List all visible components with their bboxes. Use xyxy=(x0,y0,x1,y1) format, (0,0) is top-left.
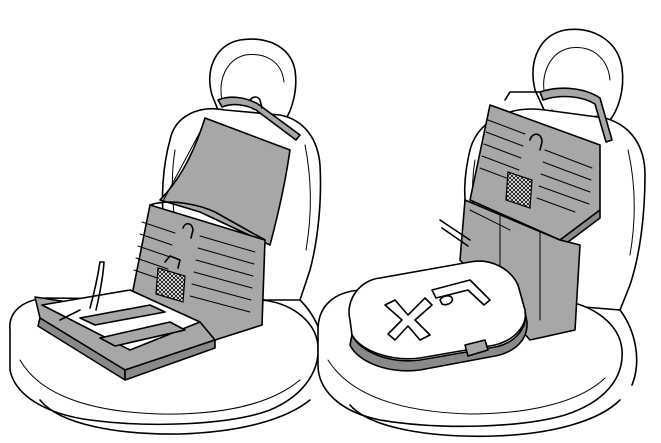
right-seat-figure xyxy=(317,28,646,438)
left-tray-handle xyxy=(89,261,105,311)
right-case-tool-bent xyxy=(431,279,491,306)
right-case-tool-x xyxy=(384,297,433,341)
left-tray-tool-b xyxy=(99,321,186,347)
right-case-closed xyxy=(348,260,527,360)
right-case-latch xyxy=(464,339,489,357)
left-seat-figure xyxy=(9,38,326,435)
left-mesh-pocket xyxy=(155,267,186,303)
left-tool-slots xyxy=(133,221,256,313)
left-case-lid xyxy=(159,117,291,246)
right-hanging-strap xyxy=(539,87,613,143)
left-tray-tool-a xyxy=(79,304,166,326)
left-hanging-strap xyxy=(217,96,301,141)
right-tool-panel-lower xyxy=(459,199,581,341)
right-mesh-pocket xyxy=(505,171,533,209)
